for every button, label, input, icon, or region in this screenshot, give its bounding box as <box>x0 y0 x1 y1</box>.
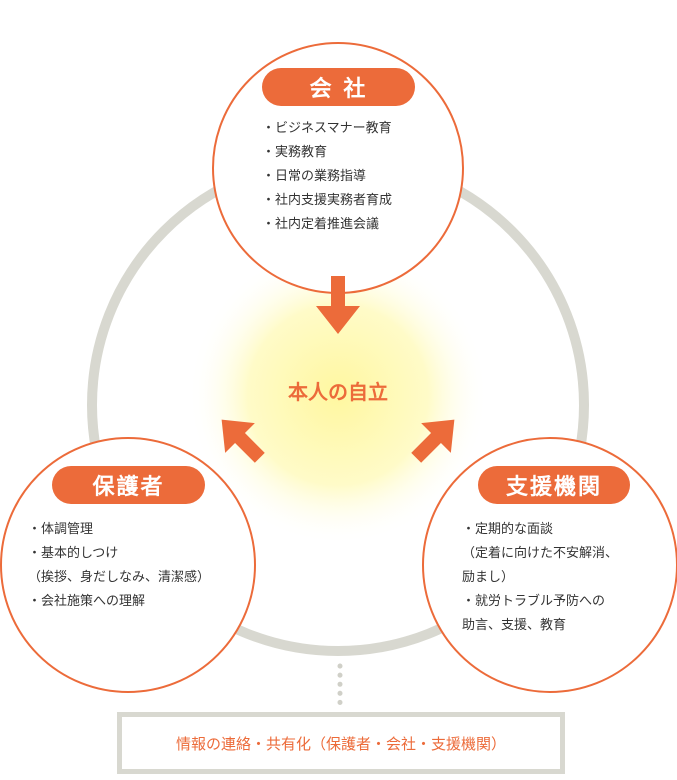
arrow-up-left-icon <box>411 419 455 463</box>
arrow-down-icon <box>316 276 360 334</box>
list-item: （挨拶、身だしなみ、清潔感） <box>28 570 211 585</box>
list-item: ・日常の業務指導 <box>262 169 367 184</box>
center-glow <box>188 245 488 545</box>
list-item: ・就労トラブル予防への <box>462 594 606 609</box>
info-sharing-label: 情報の連絡・共有化（保護者・会社・支援機関） <box>175 734 506 753</box>
center-label: 本人の自立 <box>288 380 388 404</box>
list-item: ・体調管理 <box>28 522 94 537</box>
list-item: 励まし） <box>462 570 515 585</box>
support-title: 支援機関 <box>478 466 630 504</box>
support-list: ・定期的な面談 （定着に向けた不安解消、 励まし） ・就労トラブル予防への 助言… <box>462 518 618 638</box>
list-item: ・基本的しつけ <box>28 546 119 561</box>
list-item: 助言、支援、教育 <box>462 618 567 633</box>
company-title: 会 社 <box>262 68 415 106</box>
list-item: ・定期的な面談 <box>462 522 554 537</box>
list-item: ・会社施策への理解 <box>28 594 146 609</box>
info-sharing-box: 情報の連絡・共有化（保護者・会社・支援機関） <box>117 712 565 774</box>
guardian-list: ・体調管理 ・基本的しつけ （挨拶、身だしなみ、清潔感） ・会社施策への理解 <box>28 518 210 614</box>
arrow-up-right-icon <box>221 419 265 463</box>
guardian-title: 保護者 <box>52 466 205 504</box>
list-item: （定着に向けた不安解消、 <box>462 546 619 561</box>
list-item: ・社内支援実務者育成 <box>262 193 393 208</box>
list-item: ・実務教育 <box>262 145 328 160</box>
company-list: ・ビジネスマナー教育 ・実務教育 ・日常の業務指導 ・社内支援実務者育成 ・社内… <box>262 117 392 237</box>
list-item: ・社内定着推進会議 <box>262 217 380 232</box>
list-item: ・ビジネスマナー教育 <box>262 121 392 136</box>
